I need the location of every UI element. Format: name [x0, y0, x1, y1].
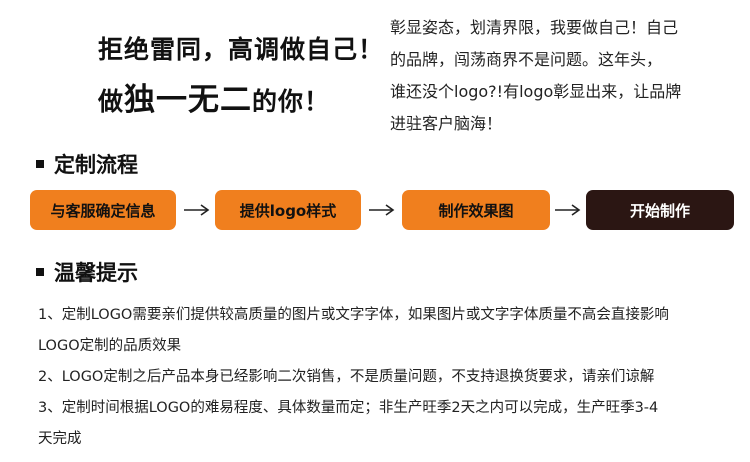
- intro-paragraph: 彰显姿态，划清界限，我要做自己！自己 的品牌，闯荡商界不是问题。这年头， 谁还没…: [390, 12, 740, 140]
- slogan-line-2: 做独一无二的你！: [98, 74, 330, 119]
- tips-section-title: 温馨提示: [36, 257, 138, 287]
- tips-list: 1、定制LOGO需要亲们提供较高质量的图片或文字字体，如果图片或文字字体质量不高…: [38, 300, 738, 455]
- square-bullet-icon: [36, 160, 44, 168]
- square-bullet-icon: [36, 268, 44, 276]
- tip-line: 1、定制LOGO需要亲们提供较高质量的图片或文字字体，如果图片或文字字体质量不高…: [38, 307, 669, 323]
- right-arrow-icon: [184, 204, 210, 216]
- slogan-line-2-part-a: 做: [98, 87, 125, 116]
- intro-line: 进驻客户脑海！: [390, 114, 503, 133]
- process-title-text: 定制流程: [54, 153, 138, 177]
- intro-line: 彰显姿态，划清界限，我要做自己！自己: [390, 18, 679, 37]
- process-step-make-preview: 制作效果图: [402, 190, 550, 230]
- intro-line: 谁还没个logo?!有logo彰显出来，让品牌: [390, 82, 682, 101]
- tip-line: 天完成: [38, 431, 82, 447]
- tips-title-text: 温馨提示: [54, 261, 138, 285]
- process-step-confirm-info: 与客服确定信息: [30, 190, 176, 230]
- right-arrow-icon: [369, 204, 395, 216]
- process-step-start-production: 开始制作: [586, 190, 734, 230]
- slogan-line-2-emphasis: 独一无二: [124, 82, 253, 118]
- intro-line: 的品牌，闯荡商界不是问题。这年头，: [390, 50, 663, 69]
- tip-line: 3、定制时间根据LOGO的难易程度、具体数量而定；非生产旺季2天之内可以完成，生…: [38, 400, 659, 416]
- process-step-provide-logo: 提供logo样式: [215, 190, 361, 230]
- slogan-line-2-part-c: 的你！: [252, 87, 331, 116]
- process-section-title: 定制流程: [36, 149, 138, 179]
- tip-line: LOGO定制的品质效果: [38, 338, 182, 354]
- right-arrow-icon: [555, 204, 581, 216]
- slogan-line-1: 拒绝雷同，高调做自己！: [98, 35, 385, 64]
- tip-line: 2、LOGO定制之后产品本身已经影响二次销售，不是质量问题，不支持退换货要求，请…: [38, 369, 655, 385]
